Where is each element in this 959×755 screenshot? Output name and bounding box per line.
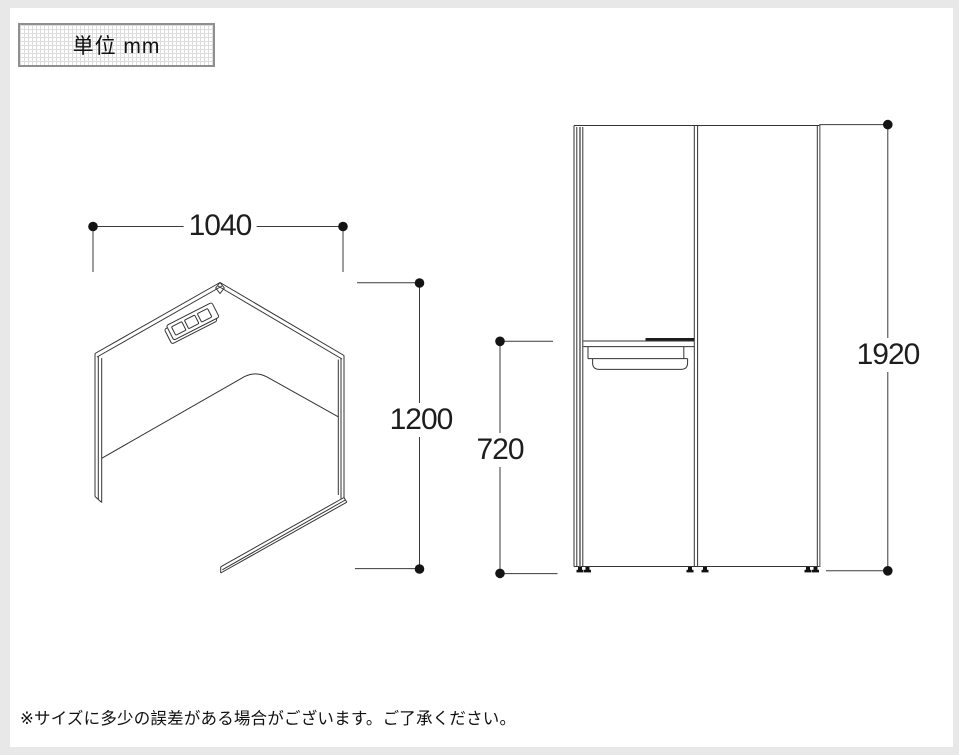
iso-left-panel-bottom-cut [94,496,103,503]
dim-label-panel-height: 1200 [384,403,458,437]
foot-glide [804,567,812,573]
dim-label-overall-height: 1920 [851,338,925,372]
dim-1040-marker-right [338,221,348,232]
iso-right-panel-bottom-right-cut [343,497,348,503]
foot-glide [812,567,819,573]
elev-desk-strip [645,338,694,342]
iso-right-panel-top-outer [219,282,345,356]
outlet-socket-2 [184,314,200,329]
dim-label-width: 1040 [183,209,257,243]
outlet-socket-1 [171,321,187,336]
elev-desk-tray [592,358,689,370]
dim-1920-marker-top [883,119,893,130]
iso-right-panel-bottom-1 [220,497,345,568]
footnote-text: ※サイズに多少の誤差がある場合がございます。ご了承ください。 [20,710,517,728]
iso-right-panel-bottom-3 [220,501,348,574]
iso-left-panel-top-inner [96,285,223,358]
foot-glide [686,567,694,573]
foot-glide [701,567,709,573]
iso-peak-joint [215,281,225,295]
iso-left-panel-top-outer [94,282,221,354]
front-elevation-drawing [573,125,821,573]
dim-1200-marker-top [414,278,425,288]
iso-desk-edge [101,373,339,459]
dim-720-marker-bottom [495,568,505,579]
outlet-socket-3 [197,308,213,323]
dim-1920-marker-bottom [883,566,893,576]
dim-720-marker-top [495,336,505,347]
elev-desk-bracket [587,346,688,360]
dim-1040-marker-left [88,221,98,232]
power-outlet-unit [164,302,220,344]
iso-right-panel-bottom-2 [222,499,346,571]
dim-label-desk-height: 720 [471,433,529,467]
diagram-canvas [10,8,953,747]
outlet-face-plate [166,302,220,341]
unit-label: 単位 mm [72,35,161,58]
unit-label-box: 単位 mm [18,23,215,67]
foot-glide [576,567,584,573]
dimension-lines [88,119,893,579]
dim-1200-marker-bottom [414,564,425,574]
iso-right-panel-top-inner [217,285,343,360]
foot-glide [584,567,591,573]
iso-booth-drawing [94,281,348,574]
elev-feet [576,567,819,573]
